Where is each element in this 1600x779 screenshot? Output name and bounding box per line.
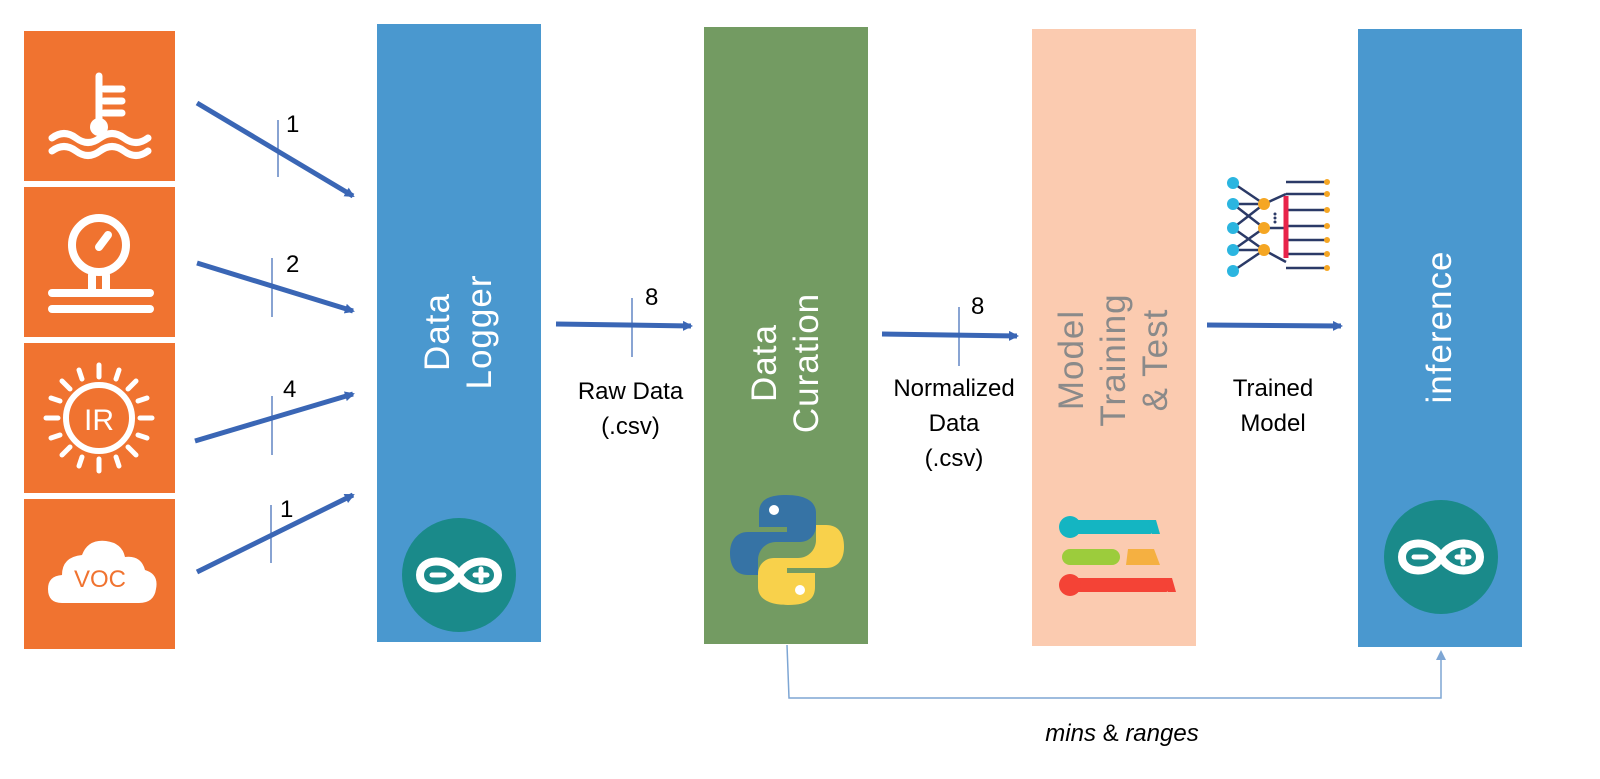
channel-count-3: 4: [283, 376, 297, 403]
ir-sun-icon: IR: [43, 362, 155, 474]
voc-cloud-icon: VOC: [48, 540, 157, 603]
sensor-temperature: [24, 31, 175, 181]
sensor-ir: IR: [24, 343, 175, 493]
neural-network-icon: [1227, 177, 1330, 277]
trained-model-label: Trained Model: [1232, 375, 1314, 437]
feedback-label-ranges: ranges: [1125, 720, 1199, 747]
feedback-label-mins: mins: [1045, 720, 1096, 747]
sensor-pressure: [24, 187, 175, 337]
sensor-1-arrow: [195, 100, 355, 199]
raw-data-count: 8: [645, 284, 659, 311]
normalized-data-arrow: [881, 330, 1019, 341]
pressure-gauge-icon: [48, 214, 154, 313]
raw-data-arrow: [555, 320, 693, 331]
raw-data-label: Raw Data (.csv): [577, 378, 684, 440]
feedback-connector: [786, 644, 1446, 699]
normalized-data-label: Normalized Data (.csv): [893, 375, 1015, 472]
voc-text: VOC: [74, 566, 126, 593]
arduino-icon: [402, 518, 516, 632]
sensor-4-arrow: [195, 492, 355, 575]
data-curation-block: Data Curation: [704, 27, 868, 644]
channel-count-1: 1: [286, 111, 300, 138]
model-training-block: Model Training & Test: [1032, 29, 1196, 646]
feedback-label: mins & ranges: [1022, 716, 1222, 751]
normalized-data-count: 8: [971, 293, 985, 320]
trained-model-arrow: [1206, 320, 1343, 331]
feedback-label-amp: &: [1095, 720, 1126, 747]
channel-count-2: 2: [286, 251, 300, 278]
channel-count-4: 1: [280, 496, 294, 523]
ir-text: IR: [84, 404, 114, 437]
sensor-3-arrow: [194, 391, 355, 444]
sensor-2-arrow: [196, 260, 355, 314]
arduino-icon: [1384, 500, 1498, 614]
python-icon: [730, 495, 844, 605]
sensor-voc: VOC: [24, 499, 175, 649]
water-temperature-icon: [48, 72, 152, 159]
ml-toolkit-icon: [1059, 516, 1176, 596]
data-logger-block: Data Logger: [377, 24, 541, 642]
inference-block: inference: [1358, 29, 1522, 647]
